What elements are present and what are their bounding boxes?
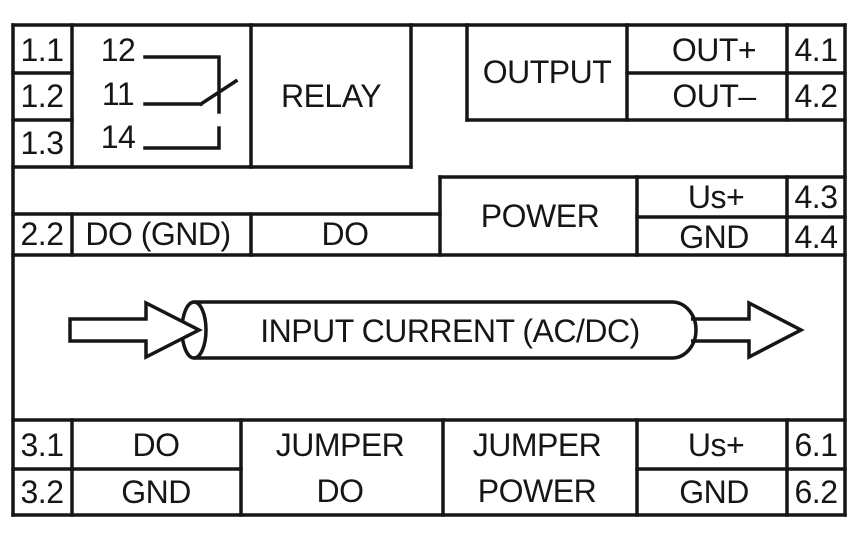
out-minus-label: OUT– <box>672 78 756 114</box>
do-label: DO <box>322 216 369 252</box>
jumper-do-line2-label: DO <box>317 473 364 509</box>
table-grid-vertical-lines <box>11 23 847 517</box>
terminal-4-4-label: 4.4 <box>795 219 838 255</box>
bottom-gnd-label: GND <box>121 474 191 510</box>
jumper-power-line1-label: JUMPER <box>473 427 602 463</box>
out-plus-label: OUT+ <box>672 32 756 68</box>
bottom-right-gnd-label: GND <box>679 474 749 510</box>
cylinder-body <box>194 300 698 360</box>
terminal-1-1-label: 1.1 <box>21 32 64 68</box>
output-box-label: OUTPUT <box>483 54 612 90</box>
contact-11-label: 11 <box>102 76 134 112</box>
terminal-4-2-label: 4.2 <box>795 78 838 114</box>
jumper-do-line1-label: JUMPER <box>276 427 405 463</box>
terminal-2-2-label: 2.2 <box>21 216 64 252</box>
terminal-3-1-label: 3.1 <box>21 427 64 463</box>
terminal-1-2-label: 1.2 <box>21 78 64 114</box>
power-box-label: POWER <box>481 198 599 234</box>
input-current-label: INPUT CURRENT (AC/DC) <box>260 313 639 349</box>
table-grid-horizontal-lines <box>11 23 847 517</box>
contact-12-label: 12 <box>101 32 136 68</box>
relay-box-label: RELAY <box>281 78 381 114</box>
bottom-us-plus-label: Us+ <box>688 427 744 463</box>
terminal-6-1-label: 6.1 <box>795 427 838 463</box>
contact-14-label: 14 <box>101 119 136 155</box>
terminal-3-2-label: 3.2 <box>21 474 64 510</box>
terminal-4-3-label: 4.3 <box>795 179 838 215</box>
terminal-1-3-label: 1.3 <box>21 125 64 161</box>
terminal-4-1-label: 4.1 <box>795 32 838 68</box>
gnd-label: GND <box>679 219 749 255</box>
bottom-do-label: DO <box>133 427 180 463</box>
flow-arrow-left-icon <box>68 300 203 360</box>
flow-arrow-right-icon <box>691 300 805 360</box>
us-plus-label: Us+ <box>688 179 744 215</box>
relay-changeover-contact-icon <box>143 55 239 150</box>
do-gnd-label: DO (GND) <box>85 216 230 252</box>
jumper-power-line2-label: POWER <box>478 473 596 509</box>
terminal-6-2-label: 6.2 <box>795 474 838 510</box>
